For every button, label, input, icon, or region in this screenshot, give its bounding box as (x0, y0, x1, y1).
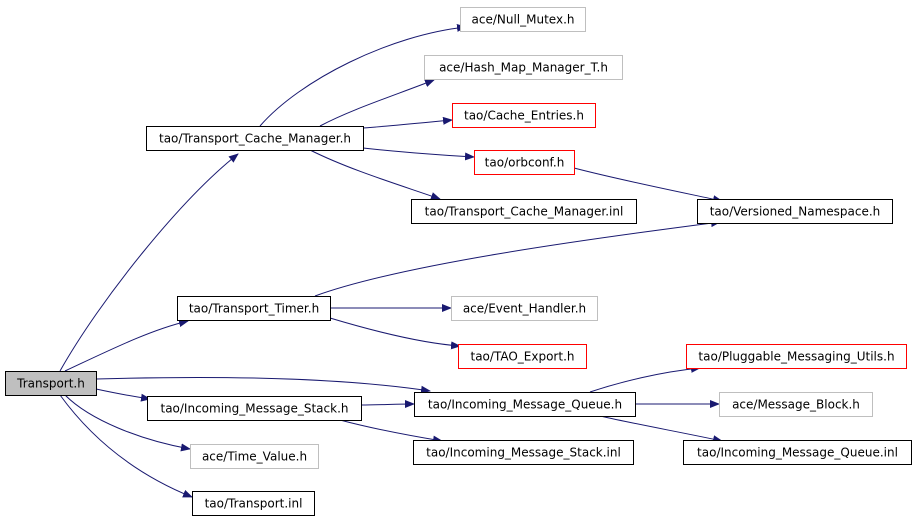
node-box (413, 440, 634, 465)
node-event-handler[interactable]: ace/Event_Handler.h (451, 296, 598, 321)
edge-tcm_h-to-tcm_inl (309, 149, 441, 200)
node-box (177, 296, 331, 321)
node-label: tao/Incoming_Message_Queue.inl (697, 446, 898, 460)
node-label: tao/Incoming_Message_Queue.h (428, 398, 622, 412)
node-box (460, 7, 586, 32)
node-box (686, 344, 907, 369)
edge-timer-to-versioned_ns (314, 219, 721, 297)
node-label: ace/Time_Value.h (202, 450, 307, 464)
node-label: tao/Versioned_Namespace.h (710, 205, 881, 219)
node-box (424, 55, 623, 80)
edge-tcm_h-to-cache_entries (362, 116, 453, 129)
node-ims-inl[interactable]: tao/Incoming_Message_Stack.inl (413, 440, 634, 465)
edge-transport_h-to-tcm_h (59, 153, 239, 372)
node-timer[interactable]: tao/Transport_Timer.h (177, 296, 331, 321)
nodes-layer: Transport.h tao/Transport_Cache_Manager.h… (5, 7, 912, 516)
node-label: tao/Incoming_Message_Stack.inl (426, 446, 621, 460)
node-box (190, 444, 319, 469)
edge-transport_h-to-transport_inl (59, 394, 193, 498)
node-box (146, 126, 364, 151)
node-cache-entries[interactable]: tao/Cache_Entries.h (452, 103, 596, 128)
node-label: ace/Hash_Map_Manager_T.h (439, 61, 608, 75)
node-box (458, 344, 587, 369)
node-box (474, 150, 575, 175)
node-box (5, 371, 97, 396)
node-box (414, 392, 636, 417)
edge-transport_h-to-ims_h (95, 388, 151, 402)
node-hash-map[interactable]: ace/Hash_Map_Manager_T.h (424, 55, 623, 80)
node-time-value[interactable]: ace/Time_Value.h (190, 444, 319, 469)
node-tcm-inl[interactable]: tao/Transport_Cache_Manager.inl (411, 199, 637, 224)
node-null-mutex[interactable]: ace/Null_Mutex.h (460, 7, 586, 32)
edge-imq_h-to-imq_inl (599, 415, 723, 444)
node-msg-block[interactable]: ace/Message_Block.h (719, 392, 873, 417)
node-orbconf[interactable]: tao/orbconf.h (474, 150, 575, 175)
node-label: ace/Null_Mutex.h (472, 13, 575, 27)
node-label: tao/Transport_Timer.h (189, 302, 319, 316)
node-label: tao/Pluggable_Messaging_Utils.h (698, 350, 894, 364)
node-ims-h[interactable]: tao/Incoming_Message_Stack.h (147, 396, 362, 421)
node-label: tao/Transport.inl (205, 497, 303, 511)
node-box (192, 491, 315, 516)
node-box (719, 392, 873, 417)
node-label: tao/Incoming_Message_Stack.h (160, 402, 348, 416)
node-label: tao/orbconf.h (485, 156, 565, 170)
edge-transport_h-to-time_value (64, 394, 191, 452)
edge-transport_h-to-timer (64, 319, 189, 372)
node-label: tao/Transport_Cache_Manager.h (159, 132, 351, 146)
node-imq-inl[interactable]: tao/Incoming_Message_Queue.inl (683, 440, 912, 465)
node-label: tao/Transport_Cache_Manager.inl (425, 205, 624, 219)
edge-tcm_h-to-hash_map (319, 79, 435, 127)
edge-imq_h-to-pluggable (589, 364, 701, 393)
edge-transport_h-to-imq_h (95, 376, 431, 394)
node-versioned-ns[interactable]: tao/Versioned_Namespace.h (697, 199, 893, 224)
node-label: tao/TAO_Export.h (471, 350, 575, 364)
edges-layer (59, 23, 723, 498)
edge-ims_h-to-imq_h (360, 400, 415, 409)
node-box (147, 396, 362, 421)
edge-ims_h-to-ims_inl (339, 419, 443, 444)
node-box (451, 296, 598, 321)
node-box (697, 199, 893, 224)
edge-tcm_h-to-orbconf (362, 147, 475, 161)
node-box (683, 440, 912, 465)
node-label: ace/Message_Block.h (732, 398, 860, 412)
node-transport-h[interactable]: Transport.h (5, 371, 97, 396)
node-label: tao/Cache_Entries.h (464, 109, 584, 123)
node-pluggable[interactable]: tao/Pluggable_Messaging_Utils.h (686, 344, 907, 369)
node-tao-export[interactable]: tao/TAO_Export.h (458, 344, 587, 369)
node-box (411, 199, 637, 224)
edge-tcm_h-to-null_mutex (259, 23, 467, 127)
node-label: Transport.h (16, 377, 85, 391)
node-tcm-h[interactable]: tao/Transport_Cache_Manager.h (146, 126, 364, 151)
node-box (452, 103, 596, 128)
node-imq-h[interactable]: tao/Incoming_Message_Queue.h (414, 392, 636, 417)
node-label: ace/Event_Handler.h (463, 302, 586, 316)
edge-orbconf-to-versioned_ns (573, 167, 723, 204)
node-transport-inl[interactable]: tao/Transport.inl (192, 491, 315, 516)
edge-timer-to-tao_export (329, 317, 461, 350)
